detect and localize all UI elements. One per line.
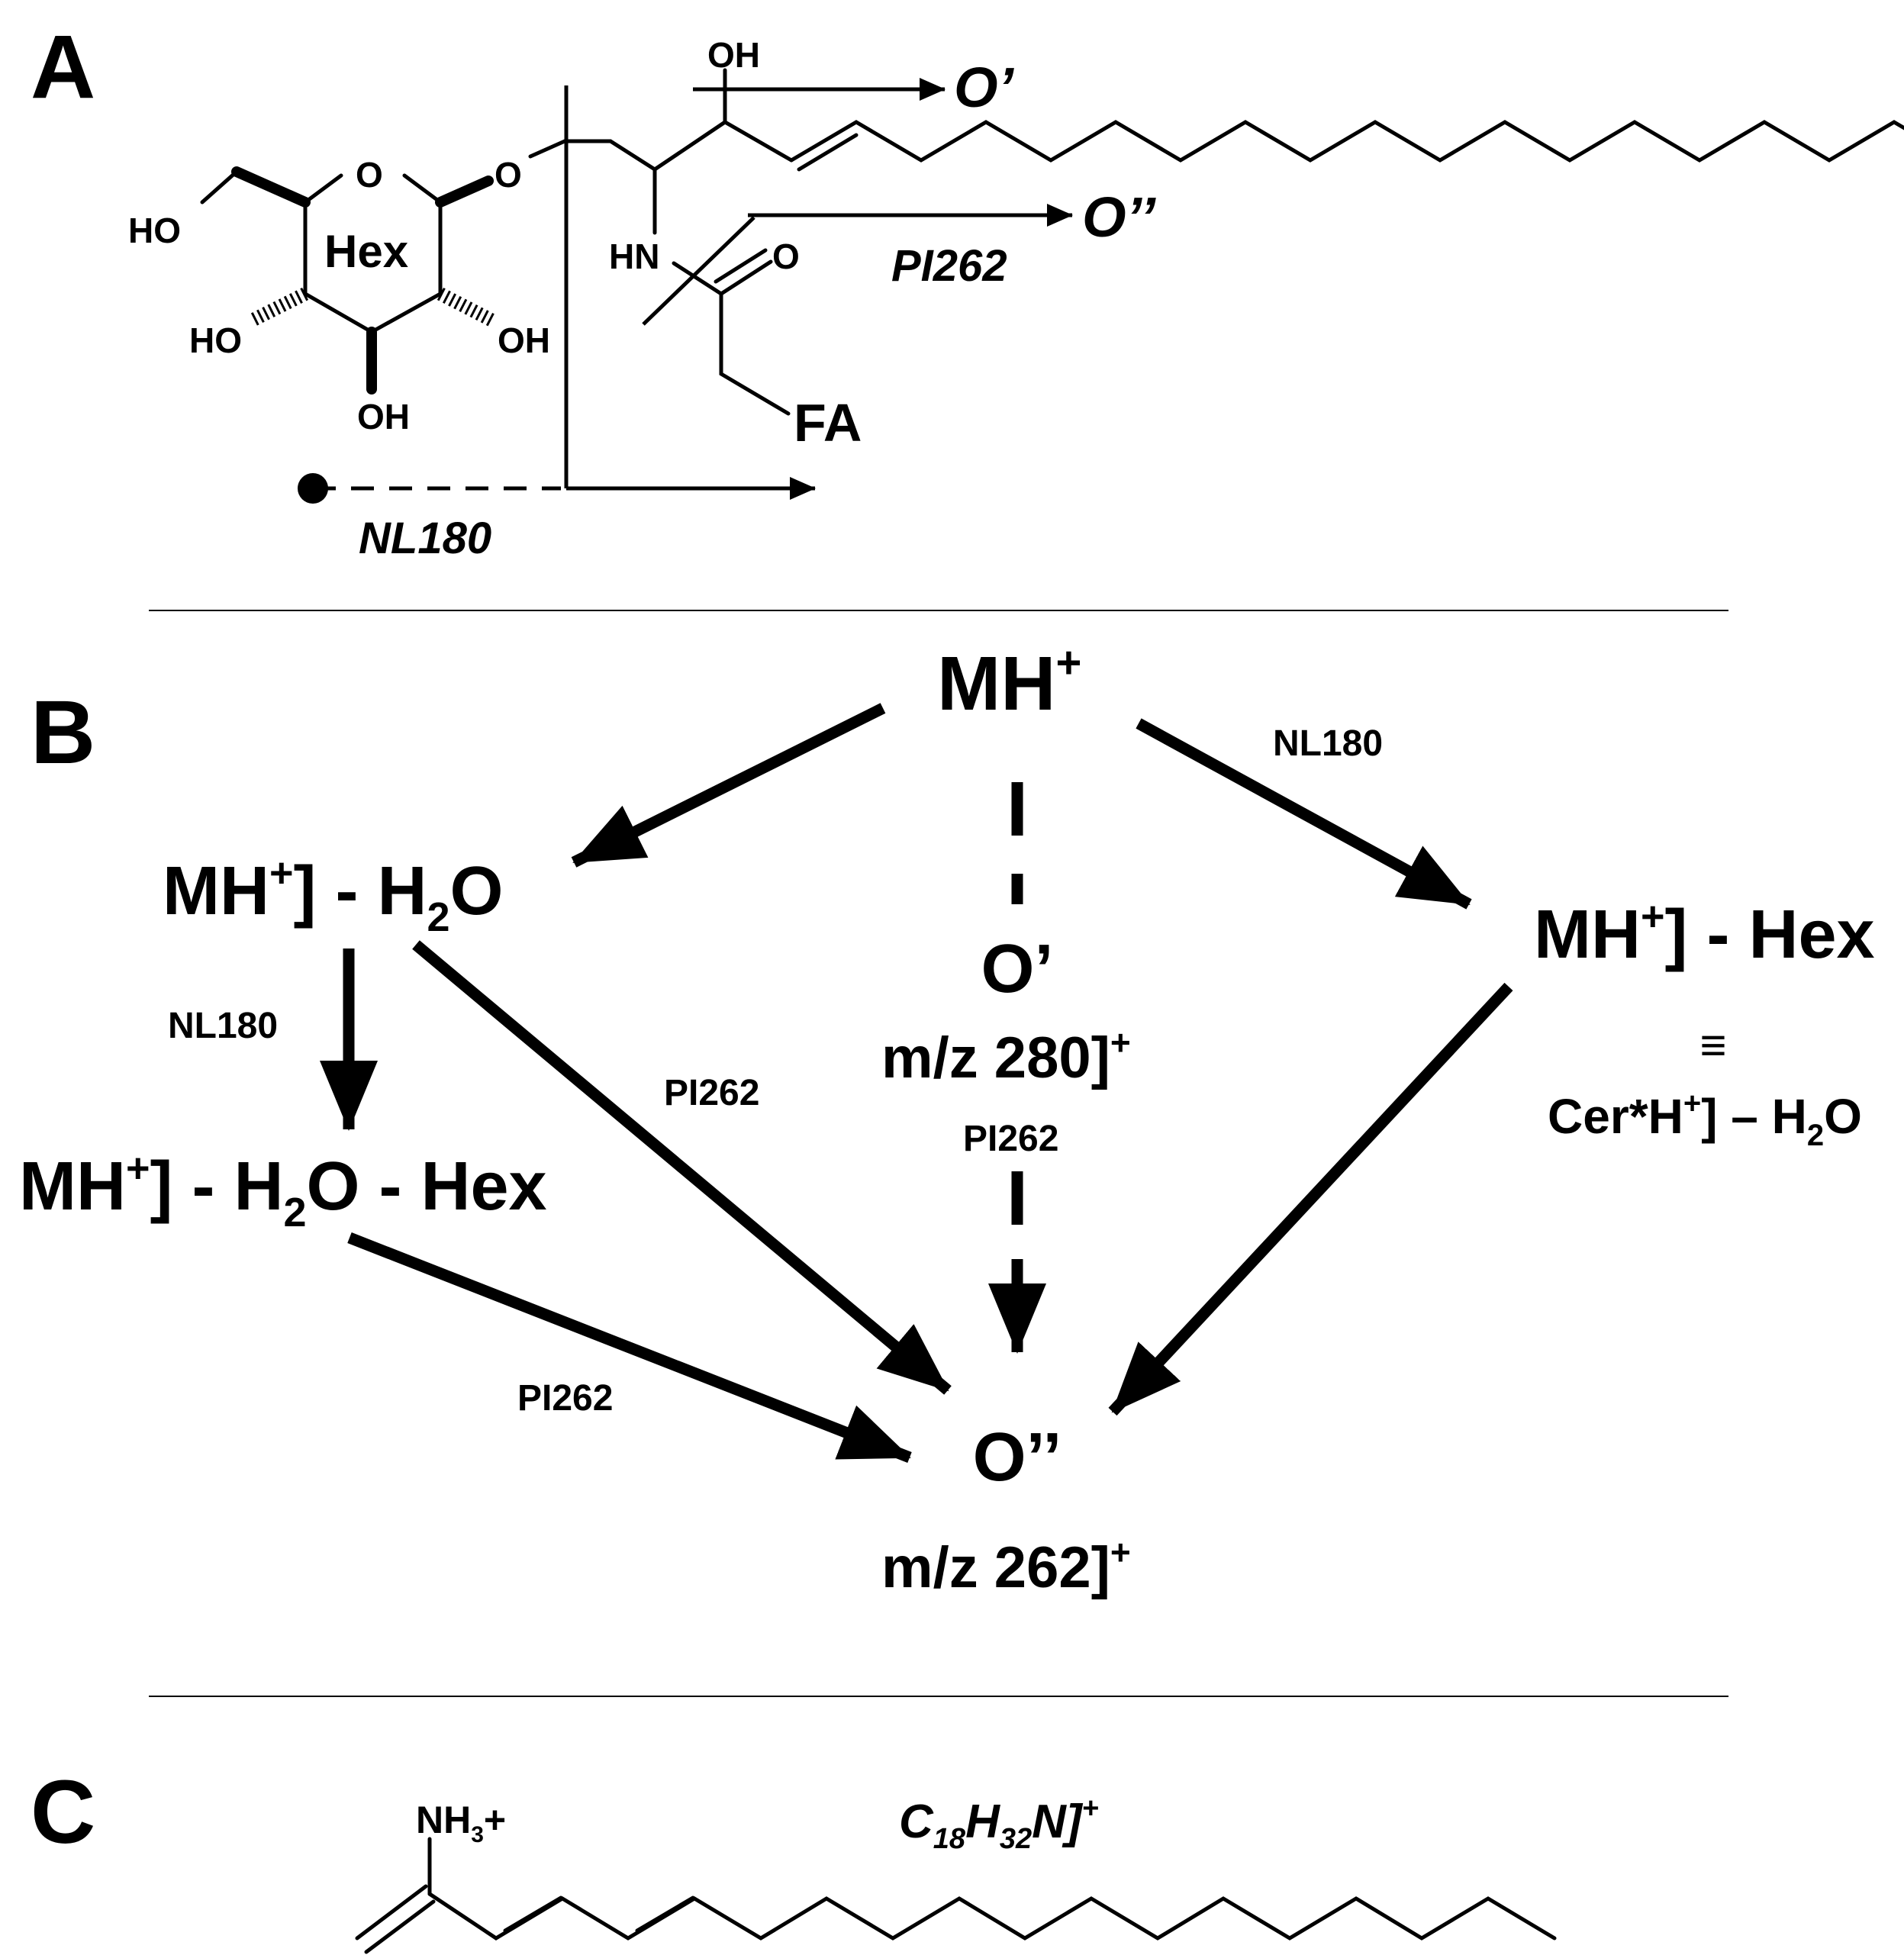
label-hex: Hex <box>324 226 408 277</box>
panel-c-labels: NH3+ C18H32N]+ <box>416 1792 1099 1855</box>
cleavage-slash-amide <box>642 216 755 326</box>
nl180-origin-dot <box>298 473 328 504</box>
carbonyl-double-bond <box>719 259 773 296</box>
label-nl180-a: NL180 <box>359 514 491 563</box>
label-pi262-center: PI262 <box>963 1119 1058 1159</box>
label-hn: HN <box>609 237 659 276</box>
hash-bond-left <box>248 287 309 327</box>
ch2oh-bond <box>231 166 311 208</box>
diene-double-bond-2 <box>635 1895 695 1933</box>
panel-a-labels: OH O’ O O HO Hex HO OH OH HN O FA O’’ PI… <box>128 35 1156 563</box>
arrow-mh-h2o-hex-to-o-double-prime <box>347 1232 912 1463</box>
carbonyl-double-bond-2 <box>714 248 768 284</box>
terminal-double-bond-1 <box>355 1884 428 1941</box>
node-mh-h2o-hex: MH+] - H2O - Hex <box>19 1145 547 1235</box>
glycosidic-wedge <box>435 176 494 208</box>
node-o-prime: O’ <box>981 931 1053 1007</box>
node-o-double-prime: O’’ <box>973 1419 1062 1496</box>
panel-label-c: C <box>31 1762 95 1863</box>
amide-hn-c <box>672 261 723 296</box>
node-mz262: m/z 262]+ <box>881 1532 1131 1600</box>
node-mh: MH+ <box>937 638 1081 726</box>
label-oh-right: OH <box>498 320 550 360</box>
label-o-prime-a: O’ <box>954 56 1015 119</box>
double-bond-inner <box>797 133 859 172</box>
arrow-mh-h2o-to-o-double-prime <box>412 940 952 1395</box>
node-mh-h2o: MH+] - H2O <box>163 850 504 940</box>
label-ho-bottom-left: HO <box>189 320 242 360</box>
label-ring-o: O <box>356 155 383 195</box>
label-formula: C18H32N]+ <box>899 1792 1099 1855</box>
node-mh-hex: MH+] - Hex <box>1534 894 1875 973</box>
arrow-mh-to-mh-h2o <box>571 703 886 868</box>
dienyl-chain <box>427 1892 1557 1941</box>
label-o-double-prime-a: O’’ <box>1082 185 1156 249</box>
node-cer: Cer*H+] – H2O <box>1548 1087 1862 1152</box>
fatty-acyl-chain <box>719 291 791 416</box>
panel-c-structure <box>355 1837 1557 1954</box>
panel-b-labels: MH+ MH+] - H2O MH+] - H2O - Hex MH+] - H… <box>19 638 1875 1600</box>
label-fa: FA <box>794 393 862 453</box>
alkyl-chain <box>789 120 1904 163</box>
label-pi262-a: PI262 <box>891 241 1007 291</box>
diene-double-bond-1 <box>503 1895 563 1933</box>
label-pi262-left-diag: PI262 <box>664 1073 759 1113</box>
arrow-mh-hex-to-o-double-prime <box>1108 982 1513 1416</box>
panel-a-structure <box>200 68 1904 416</box>
panel-a-annotations <box>298 78 1073 504</box>
panel-label-a: A <box>31 17 95 118</box>
label-pi262-bottom: PI262 <box>517 1378 613 1419</box>
equivalence-symbol: ≡ <box>1699 1019 1726 1071</box>
node-mz280: m/z 280]+ <box>881 1023 1131 1090</box>
label-carbonyl-o: O <box>772 237 800 276</box>
label-nl180-left: NL180 <box>168 1006 278 1046</box>
arrow-mh-to-mh-hex <box>1136 718 1472 910</box>
terminal-double-bond-2 <box>364 1899 436 1954</box>
label-oh-bottom: OH <box>357 397 410 436</box>
label-oh-top: OH <box>707 35 760 75</box>
label-ho-left: HO <box>128 211 181 250</box>
panel-b-arrows <box>320 703 1513 1463</box>
sphingoid-backbone <box>528 120 794 172</box>
label-nl180-right: NL180 <box>1273 723 1383 764</box>
label-nh3: NH3+ <box>416 1799 506 1847</box>
hash-bond-right <box>437 287 496 327</box>
panel-label-b: B <box>31 682 95 783</box>
label-glycosidic-o: O <box>495 155 522 195</box>
ch2oh-oh-bond <box>200 169 239 205</box>
